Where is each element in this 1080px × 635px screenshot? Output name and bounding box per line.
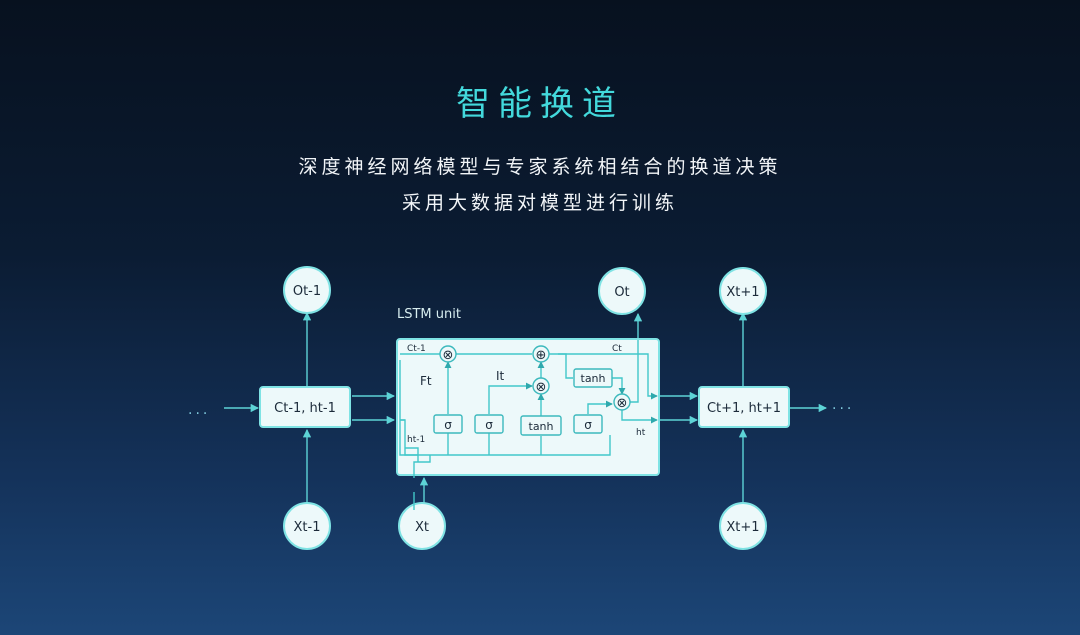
svg-text:⊗: ⊗ (443, 348, 454, 363)
lstm-unit: Ct-1 Ct ht-1 ht Ft It ⊗ ⊕ ⊗ ⊗ (396, 338, 660, 510)
state-box-left: Ct-1, ht-1 (259, 386, 351, 428)
svg-text:tanh: tanh (581, 372, 606, 385)
label-ht-prev: ht-1 (407, 435, 425, 445)
lstm-caption: LSTM unit (397, 307, 461, 322)
node-xt-prev: Xt-1 (283, 502, 331, 550)
multiply-input: ⊗ (532, 377, 550, 395)
gate-sigma-forget: σ (433, 414, 463, 434)
svg-text:σ: σ (485, 418, 493, 432)
multiply-output: ⊗ (613, 393, 631, 411)
ellipsis-left: ··· (188, 406, 210, 422)
svg-text:⊕: ⊕ (536, 348, 547, 363)
svg-text:Xt+1: Xt+1 (726, 520, 759, 535)
gate-sigma-output: σ (573, 414, 603, 434)
multiply-forget: ⊗ (439, 345, 457, 363)
label-ft: Ft (420, 374, 432, 388)
svg-text:⊗: ⊗ (536, 380, 547, 395)
svg-text:⊗: ⊗ (617, 396, 628, 411)
gate-tanh-output: tanh (573, 368, 613, 388)
state-box-right: Ct+1, ht+1 (698, 386, 790, 428)
gate-tanh-candidate: tanh (520, 415, 562, 436)
subtitle-line-2: 采用大数据对模型进行训练 (401, 192, 678, 214)
svg-text:σ: σ (444, 418, 452, 432)
label-ht: ht (636, 428, 646, 438)
label-ct: Ct (612, 344, 622, 354)
svg-text:Xt+1: Xt+1 (726, 285, 759, 300)
label-it: It (496, 369, 505, 383)
lstm-internal-wires (399, 340, 658, 510)
node-ot-prev: Ot-1 (283, 266, 331, 314)
label-ct-prev: Ct-1 (407, 344, 426, 354)
add-cell: ⊕ (532, 345, 550, 363)
node-xt: Xt (398, 502, 446, 550)
ellipsis-right: ··· (832, 401, 854, 417)
svg-text:Xt-1: Xt-1 (294, 520, 321, 535)
svg-text:Ct-1, ht-1: Ct-1, ht-1 (274, 401, 336, 416)
svg-text:Ot-1: Ot-1 (293, 284, 321, 299)
svg-text:σ: σ (584, 418, 592, 432)
svg-text:Ot: Ot (614, 285, 629, 300)
node-ot: Ot (598, 267, 646, 315)
subtitle-line-1: 深度神经网络模型与专家系统相结合的换道决策 (298, 156, 782, 178)
outer-wires (224, 311, 828, 505)
svg-text:Xt: Xt (415, 520, 429, 535)
gate-sigma-input: σ (474, 414, 504, 434)
slide-title: 智能换道 (456, 84, 624, 124)
node-xt-next-bottom: Xt+1 (719, 502, 767, 550)
svg-text:tanh: tanh (529, 420, 554, 433)
node-xt-next-top: Xt+1 (719, 267, 767, 315)
svg-text:Ct+1, ht+1: Ct+1, ht+1 (707, 401, 781, 416)
